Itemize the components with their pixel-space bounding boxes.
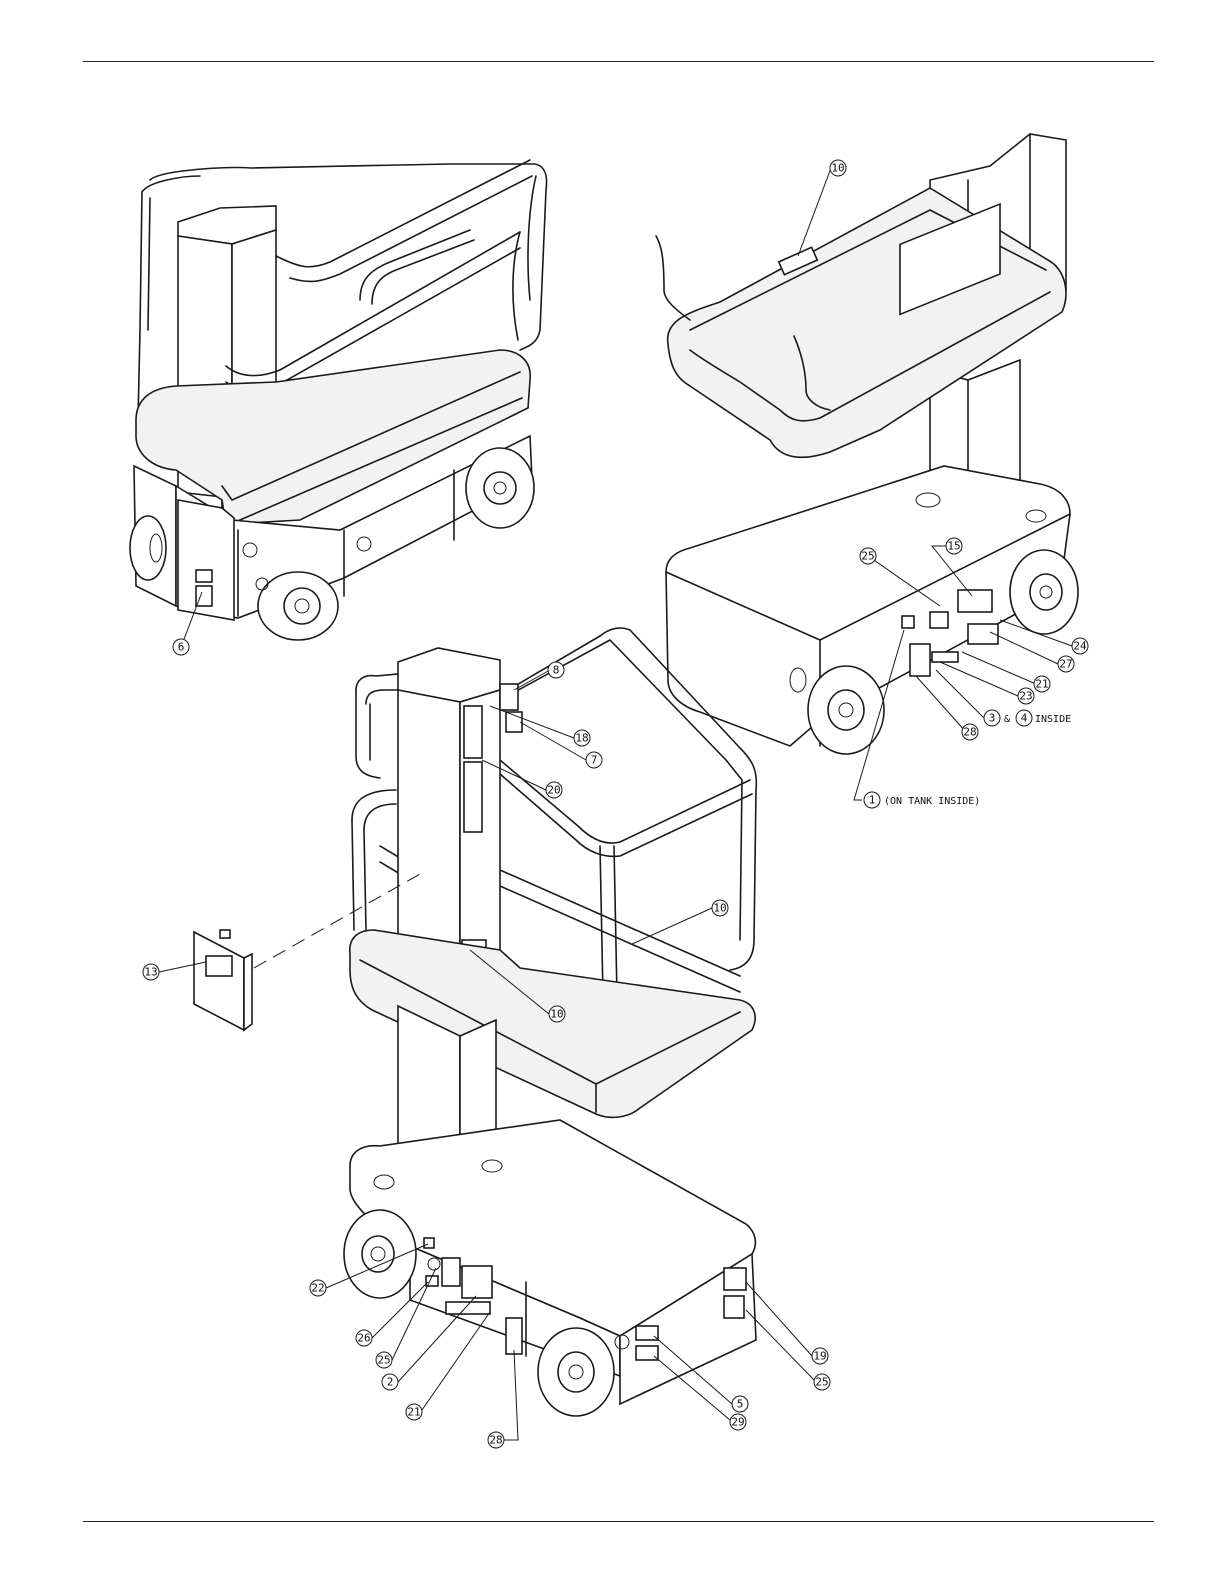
svg-text:10: 10 <box>831 162 844 175</box>
callout-18: 18 <box>574 730 590 746</box>
note-inside: INSIDE <box>1035 714 1071 725</box>
svg-text:2: 2 <box>387 1376 394 1389</box>
callout-10-low: 10 <box>549 1006 565 1022</box>
view-rear <box>656 134 1078 754</box>
svg-text:23: 23 <box>1019 690 1032 703</box>
svg-text:29: 29 <box>731 1416 744 1429</box>
view-front-left <box>130 160 547 640</box>
callout-25-left: 25 <box>376 1352 392 1368</box>
svg-text:10: 10 <box>713 902 726 915</box>
callout-23: 23 <box>1018 688 1034 704</box>
svg-text:28: 28 <box>963 726 976 739</box>
svg-text:22: 22 <box>311 1282 324 1295</box>
callout-28-bottom: 28 <box>488 1432 504 1448</box>
svg-text:18: 18 <box>575 732 588 745</box>
callout-6: 6 <box>173 639 189 655</box>
svg-text:10: 10 <box>550 1008 563 1021</box>
callout-21-left: 21 <box>406 1404 422 1420</box>
callout-3: 3 <box>984 710 1000 726</box>
callout-13: 13 <box>143 964 159 980</box>
svg-text:4: 4 <box>1021 712 1028 725</box>
svg-text:26: 26 <box>357 1332 370 1345</box>
view-front-right <box>344 628 756 1416</box>
svg-text:19: 19 <box>813 1350 826 1363</box>
svg-text:5: 5 <box>737 1398 744 1411</box>
svg-text:15: 15 <box>947 540 960 553</box>
note-amp: & <box>1004 714 1010 725</box>
svg-text:3: 3 <box>989 712 996 725</box>
svg-text:7: 7 <box>591 754 598 767</box>
callout-28-right: 28 <box>962 724 978 740</box>
callout-25-bottom: 25 <box>814 1374 830 1390</box>
callout-27: 27 <box>1058 656 1074 672</box>
callout-10-mid: 10 <box>712 900 728 916</box>
callout-22: 22 <box>310 1280 326 1296</box>
svg-text:25: 25 <box>815 1376 828 1389</box>
svg-text:21: 21 <box>1035 678 1048 691</box>
svg-text:13: 13 <box>144 966 157 979</box>
callout-25-right: 25 <box>860 548 876 564</box>
svg-text:24: 24 <box>1073 640 1087 653</box>
callout-29: 29 <box>730 1414 746 1430</box>
callout-24: 24 <box>1072 638 1088 654</box>
callout-2: 2 <box>382 1374 398 1390</box>
note-on-tank-inside: (ON TANK INSIDE) <box>884 796 980 807</box>
callout-8: 8 <box>548 662 564 678</box>
callout-19: 19 <box>812 1348 828 1364</box>
svg-text:28: 28 <box>489 1434 502 1447</box>
callout-26: 26 <box>356 1330 372 1346</box>
svg-text:25: 25 <box>377 1354 390 1367</box>
callout-7: 7 <box>586 752 602 768</box>
callout-10-top: 10 <box>830 160 846 176</box>
callout-1: 1 <box>864 792 880 808</box>
svg-text:8: 8 <box>553 664 560 677</box>
svg-text:20: 20 <box>547 784 560 797</box>
svg-text:6: 6 <box>178 641 185 654</box>
callout-4: 4 <box>1016 710 1032 726</box>
callout-21-right: 21 <box>1034 676 1050 692</box>
svg-text:27: 27 <box>1059 658 1072 671</box>
svg-text:25: 25 <box>861 550 874 563</box>
callout-5: 5 <box>732 1396 748 1412</box>
svg-text:1: 1 <box>869 794 876 807</box>
callout-20: 20 <box>546 782 562 798</box>
svg-text:21: 21 <box>407 1406 420 1419</box>
callout-15: 15 <box>946 538 962 554</box>
